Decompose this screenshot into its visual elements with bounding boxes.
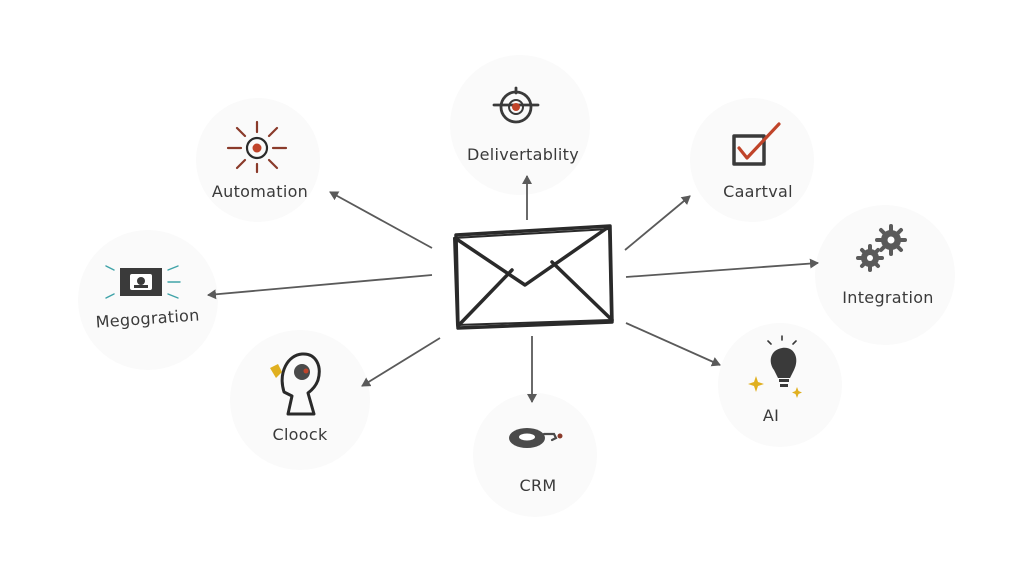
label-deliverability: Delivertablity — [467, 145, 579, 164]
sparkle-icon — [748, 376, 802, 398]
arrow-to-cartival — [624, 195, 691, 251]
node-automation: Automation — [212, 120, 308, 201]
lightbulb-icon — [767, 335, 797, 387]
label-crm: CRM — [520, 476, 557, 495]
node-clock: Cloock — [270, 352, 328, 444]
label-clock: Cloock — [272, 425, 327, 444]
arrow-to-megogration — [207, 274, 433, 300]
node-cartival: Caartval — [723, 122, 793, 201]
sun-target-icon — [226, 120, 288, 174]
head-icon — [270, 352, 321, 416]
node-deliverability: Delivertablity — [467, 86, 579, 164]
label-automation: Automation — [212, 182, 308, 201]
target-center — [512, 103, 520, 111]
envelope-icon — [453, 224, 614, 330]
node-integration: Integration — [842, 224, 933, 307]
arrow-to-clock — [361, 337, 441, 387]
banner-icon — [105, 265, 181, 299]
label-ai: AI — [763, 406, 779, 425]
checkbox-icon — [732, 122, 781, 166]
connector-arrows — [207, 175, 819, 403]
background-halos — [78, 55, 955, 517]
arrow-to-integration — [625, 258, 819, 278]
arrow-to-automation — [329, 191, 433, 249]
node-ai: AI — [748, 335, 802, 425]
ring-icon — [509, 428, 563, 448]
arrow-to-ai — [625, 322, 721, 367]
node-crm: CRM — [509, 428, 563, 495]
gears-icon — [856, 224, 907, 272]
label-cartival: Caartval — [723, 182, 793, 201]
label-integration: Integration — [842, 288, 933, 307]
